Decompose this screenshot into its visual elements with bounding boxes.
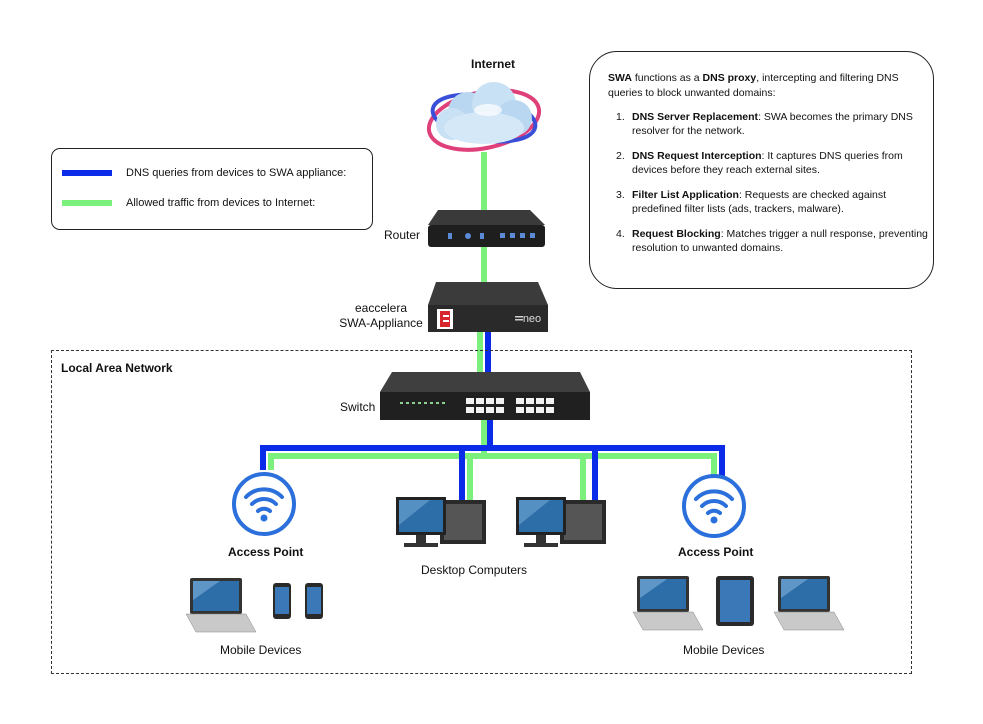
connection-lines bbox=[260, 152, 725, 500]
info-step-text: : It captures DNS queries from devices b… bbox=[632, 150, 903, 176]
laptop-icon-right-2 bbox=[773, 576, 845, 631]
switch-label: Switch bbox=[340, 400, 376, 414]
lan-boundary bbox=[51, 350, 912, 674]
info-step-number: 1. bbox=[616, 111, 625, 123]
info-step-number: 3. bbox=[616, 189, 625, 201]
info-steps-list: 1. DNS Server Replacement: SWA becomes th… bbox=[608, 110, 933, 266]
desktop-computer-icon-2 bbox=[516, 497, 606, 547]
legend-text-dns: DNS queries from devices to SWA applianc… bbox=[126, 167, 347, 179]
info-step-number: 2. bbox=[616, 150, 625, 162]
legend-swatch-dns bbox=[62, 170, 112, 176]
legend-text-allowed: Allowed traffic from devices to Internet… bbox=[126, 197, 316, 209]
info-intro-text-2: , intercepting and filtering DNS queries… bbox=[608, 72, 899, 99]
info-step: 4. Request Blocking: Matches trigger a nu… bbox=[608, 227, 933, 255]
info-intro-bold-2: DNS proxy bbox=[702, 72, 757, 84]
appliance-label: eaccelera SWA-Appliance bbox=[336, 301, 426, 331]
info-step: 2. DNS Request Interception: It captures … bbox=[608, 149, 933, 177]
mobile-devices-label-left: Mobile Devices bbox=[220, 643, 302, 657]
desktop-computer-icon-1 bbox=[396, 497, 486, 547]
mobile-devices-label-right: Mobile Devices bbox=[683, 643, 765, 657]
info-step-text: : SWA becomes the primary DNS resolver f… bbox=[632, 111, 913, 137]
info-intro-bold-1: SWA bbox=[608, 72, 632, 84]
info-step: 3. Filter List Application: Requests are … bbox=[608, 188, 933, 216]
info-step-number: 4. bbox=[616, 228, 625, 240]
smartphone-icon-1 bbox=[273, 583, 291, 619]
info-step: 1. DNS Server Replacement: SWA becomes th… bbox=[608, 110, 933, 138]
switch-icon bbox=[380, 372, 590, 420]
info-step-title: Filter List Application bbox=[632, 189, 739, 201]
wifi-icon-left bbox=[232, 472, 296, 536]
info-intro: SWA functions as a DNS proxy, intercepti… bbox=[608, 71, 918, 101]
dns-bus bbox=[260, 445, 725, 478]
info-step-title: DNS Server Replacement bbox=[632, 111, 759, 123]
laptop-icon-left bbox=[185, 578, 257, 633]
lan-label: Local Area Network bbox=[61, 361, 173, 375]
appliance-brand-text: neo bbox=[523, 313, 541, 325]
allowed-bus bbox=[268, 453, 717, 478]
appliance-label-line1: eaccelera bbox=[354, 301, 408, 315]
legend: DNS queries from devices to SWA applianc… bbox=[51, 148, 373, 230]
wifi-icon-right bbox=[682, 474, 746, 538]
appliance-label-line2: SWA-Appliance bbox=[339, 316, 423, 330]
access-point-label-right: Access Point bbox=[678, 545, 754, 559]
info-step-title: Request Blocking bbox=[632, 228, 721, 240]
info-step-title: DNS Request Interception bbox=[632, 150, 762, 162]
tablet-icon bbox=[716, 576, 754, 626]
desktops-label: Desktop Computers bbox=[421, 563, 528, 577]
laptop-icon-right-1 bbox=[632, 576, 704, 631]
legend-swatch-allowed bbox=[62, 200, 112, 206]
swa-appliance-icon bbox=[428, 282, 548, 332]
info-intro-text-1: functions as a bbox=[631, 72, 703, 84]
internet-label: Internet bbox=[471, 57, 516, 71]
info-step-text: : Requests are checked against predefine… bbox=[632, 189, 887, 215]
info-step-text: : Matches trigger a null response, preve… bbox=[632, 228, 928, 254]
info-box: SWA functions as a DNS proxy, intercepti… bbox=[589, 51, 934, 289]
router-icon bbox=[428, 210, 545, 247]
internet-cloud-icon bbox=[426, 82, 542, 152]
router-label: Router bbox=[384, 228, 421, 242]
access-point-label-left: Access Point bbox=[228, 545, 304, 559]
smartphone-icon-2 bbox=[305, 583, 323, 619]
